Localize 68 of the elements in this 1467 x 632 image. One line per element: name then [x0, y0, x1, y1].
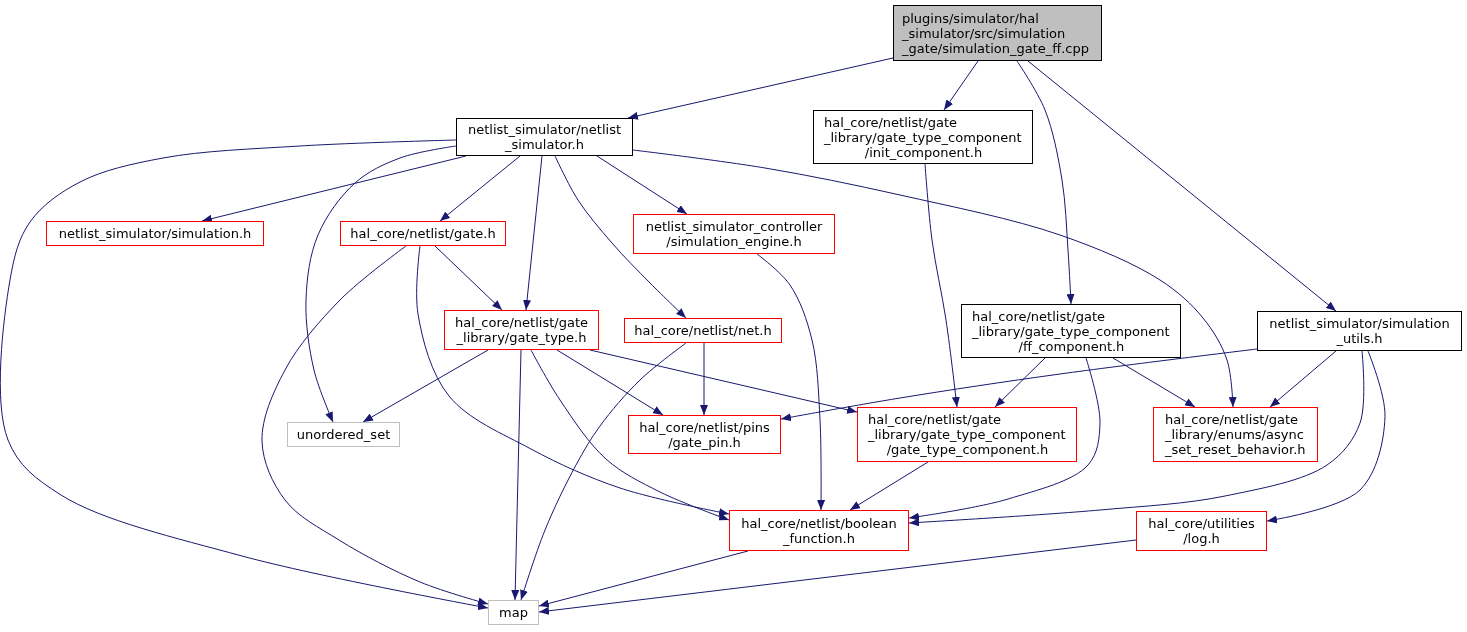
include-arrow [596, 155, 688, 215]
file-path: hal_core/netlist/gate _library/gate_type.h [454, 315, 589, 345]
include-arrow [1266, 350, 1386, 524]
file-node [633, 214, 835, 254]
file-path: netlist_simulator/netlist _simulator.h [467, 122, 622, 152]
include-arrow [908, 350, 1365, 527]
file-node [961, 304, 1181, 358]
include-arrow [554, 155, 687, 319]
file-path: hal_core/netlist/gate _library/gate_type_component /gate_type_component.h [868, 412, 1067, 457]
include-arrow [520, 342, 687, 601]
include-arrow [589, 349, 858, 414]
file-path: hal_core/netlist/gate _library/enums/async _set_reset_behavior.h [1165, 412, 1307, 457]
include-arrow [1027, 60, 1337, 312]
include-arrow [1112, 357, 1196, 408]
include-arrow [924, 163, 960, 408]
include-arrow [305, 145, 457, 423]
include-arrow [362, 349, 489, 423]
file-path: hal_core/netlist/gate _library/gate_type_component /ff_component.h [972, 308, 1171, 354]
source-file-node [893, 5, 1102, 61]
file-node [444, 310, 599, 350]
include-arrow [538, 539, 1137, 615]
file-node [456, 118, 633, 156]
include-arrow [1016, 60, 1075, 305]
file-path: unordered_set [296, 427, 391, 442]
include-arrow [530, 349, 730, 521]
include-arrow [627, 57, 894, 120]
include-arrow [538, 550, 749, 608]
include-arrow [439, 155, 521, 222]
file-node [1153, 407, 1318, 462]
file-node [340, 221, 506, 246]
file-path: netlist_simulator/simulation.h [58, 226, 252, 241]
include-arrow [523, 155, 543, 311]
include-arrow [261, 245, 489, 606]
file-node [628, 415, 781, 454]
file-node [46, 221, 264, 246]
include-arrow [756, 253, 826, 511]
file-node [1257, 311, 1462, 351]
include-arrow [434, 245, 503, 311]
file-node [729, 510, 909, 551]
file-path: hal_core/netlist/pins /gate_pin.h [638, 419, 771, 450]
file-path: map [498, 605, 529, 620]
file-path: hal_core/netlist/gate.h [349, 226, 497, 241]
include-arrow [908, 357, 1101, 521]
include-arrow [780, 348, 1258, 422]
include-arrow [632, 149, 1237, 408]
library-node [488, 600, 539, 625]
include-arrow [201, 155, 467, 223]
file-path: hal_core/utilities /log.h [1147, 516, 1256, 546]
file-path: hal_core/netlist/boolean _function.h [740, 515, 898, 546]
file-node [857, 407, 1077, 462]
file-node [813, 110, 1033, 164]
include-arrow [0, 139, 489, 611]
file-path: hal_core/netlist/gate _library/gate_type_component /init_component.h [824, 114, 1023, 160]
include-arrow [556, 349, 664, 416]
include-arrow [943, 60, 979, 111]
include-arrow [416, 245, 730, 516]
include-arrow [1269, 350, 1337, 408]
file-path: netlist_simulator/simulation _utils.h [1268, 316, 1451, 346]
include-arrow [849, 461, 929, 511]
file-node [624, 318, 782, 343]
include-arrow [511, 349, 522, 601]
file-path: plugins/simulator/hal _simulator/src/simulation _gate/simulation_gate_ff.cpp [902, 10, 1090, 56]
include-arrow [994, 357, 1046, 408]
include-arrow [700, 342, 708, 416]
file-path: hal_core/netlist/net.h [633, 323, 773, 338]
library-node [287, 422, 400, 447]
file-path: netlist_simulator_controller /simulation_engine.h [645, 219, 823, 249]
file-node [1136, 511, 1267, 551]
